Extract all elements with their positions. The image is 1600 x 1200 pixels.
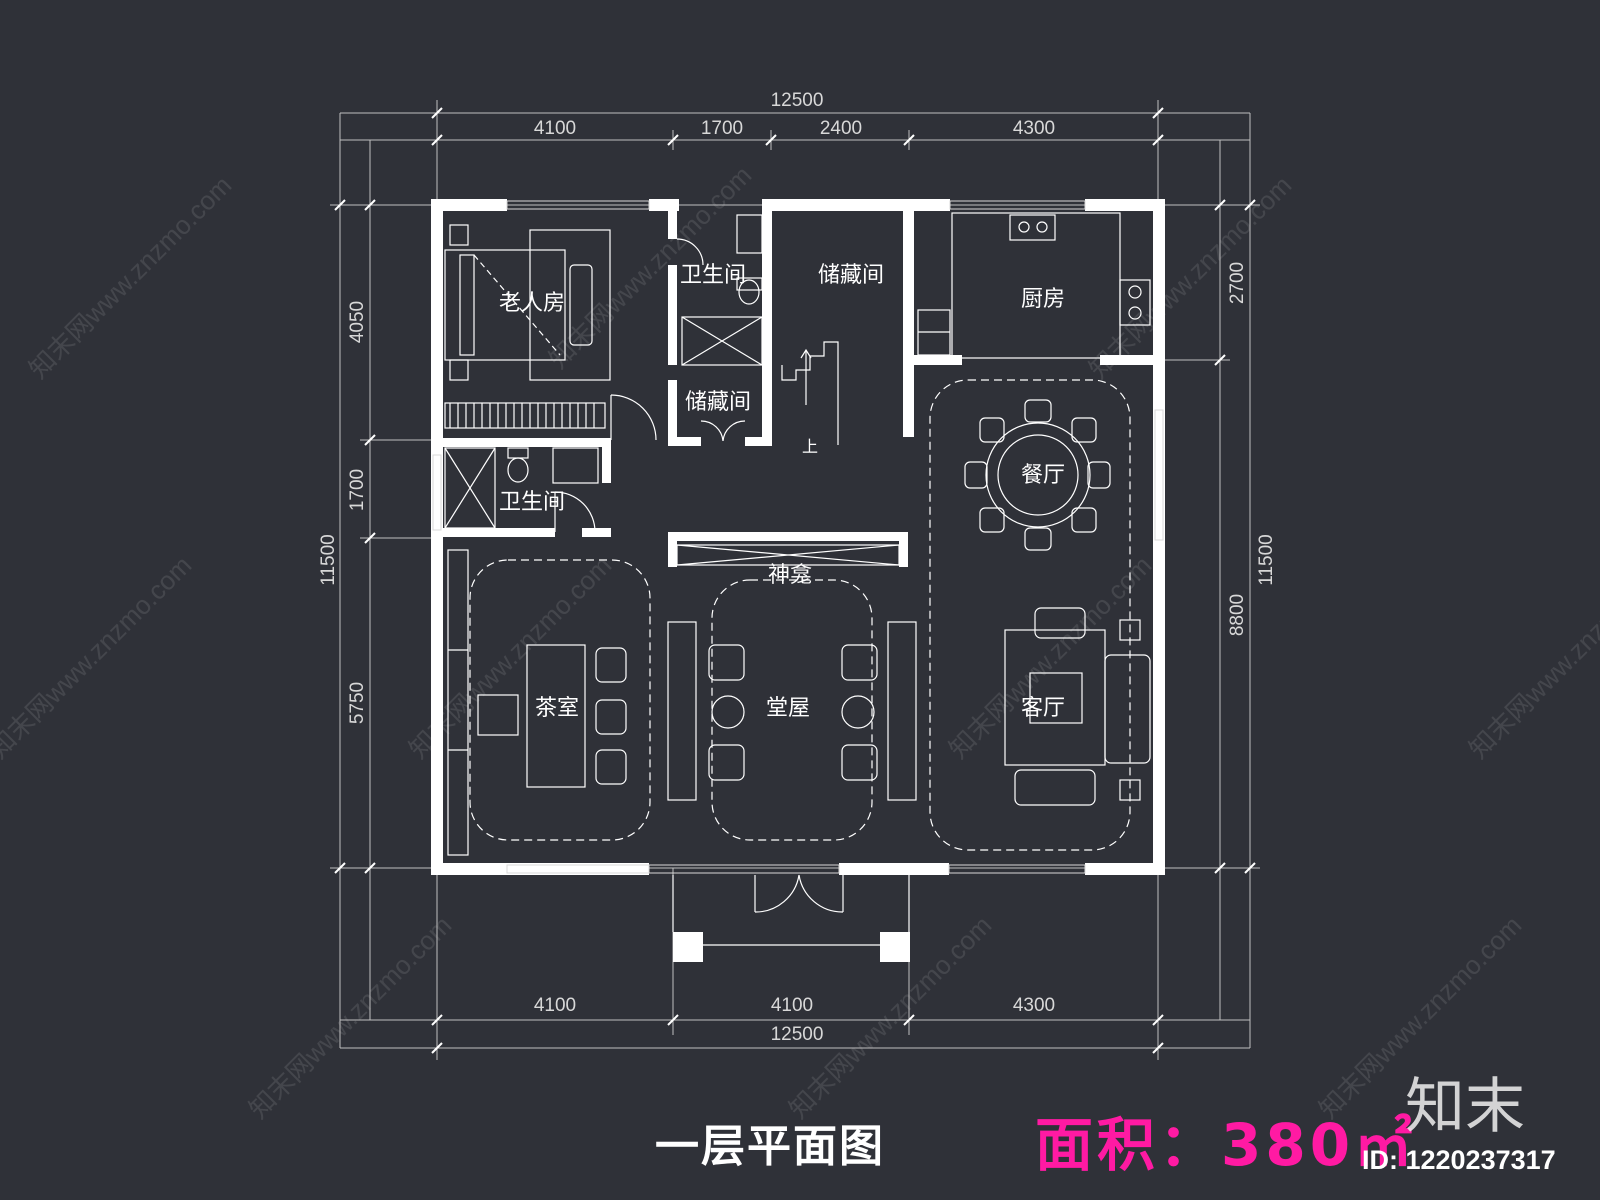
label-elder-room: 老人房 bbox=[499, 291, 565, 316]
watermark: 知末网www.znzmo.com bbox=[943, 550, 1157, 764]
dim-left-total: 11500 bbox=[318, 534, 339, 585]
label-dining: 餐厅 bbox=[1021, 463, 1065, 488]
dimension-labels: 12500 4100 1700 2400 4300 4100 4100 4300… bbox=[318, 90, 1277, 1045]
walls bbox=[431, 199, 1165, 962]
furniture bbox=[444, 212, 1151, 856]
dim-right-total: 11500 bbox=[1256, 534, 1277, 585]
label-living: 客厅 bbox=[1021, 696, 1065, 721]
watermark: 知末网www.znzmo.com bbox=[1463, 550, 1600, 764]
dim-left-seg: 5750 bbox=[347, 682, 368, 724]
dimension-ticks bbox=[334, 107, 1256, 1054]
dim-bottom-seg: 4100 bbox=[771, 995, 813, 1016]
dim-right-seg: 8800 bbox=[1227, 594, 1248, 636]
watermark: 知末网www.znzmo.com bbox=[0, 550, 197, 764]
dim-top-seg: 2400 bbox=[820, 118, 862, 139]
dim-bottom-seg: 4100 bbox=[534, 995, 576, 1016]
windows bbox=[432, 200, 1164, 874]
label-kitchen: 厨房 bbox=[1021, 287, 1065, 312]
label-tea-room: 茶室 bbox=[535, 696, 579, 721]
brand-logo: 知末 bbox=[1405, 1072, 1525, 1142]
label-storage-upper: 储藏间 bbox=[818, 263, 884, 288]
watermark: 知末网www.znzmo.com bbox=[23, 170, 237, 384]
room-labels: 老人房 卫生间 储藏间 厨房 储藏间 卫生间 餐厅 神龛 茶室 堂屋 客厅 上 bbox=[499, 263, 1065, 721]
dim-top-seg: 4300 bbox=[1013, 118, 1055, 139]
doors bbox=[554, 238, 910, 946]
area-label: 面积：380㎡ bbox=[1035, 1111, 1417, 1179]
dim-right-seg: 2700 bbox=[1227, 262, 1248, 304]
label-bath-lower: 卫生间 bbox=[499, 490, 565, 515]
label-stair-up: 上 bbox=[802, 437, 818, 456]
dim-left-seg: 1700 bbox=[347, 469, 368, 511]
dim-bottom-seg: 4300 bbox=[1013, 995, 1055, 1016]
dim-top-seg: 4100 bbox=[534, 118, 576, 139]
dim-top-seg: 1700 bbox=[701, 118, 743, 139]
watermark: 知末网www.znzmo.com bbox=[243, 910, 457, 1124]
watermark-layer: 知末网www.znzmo.com 知末网www.znzmo.com 知末网www… bbox=[0, 160, 1600, 1124]
dim-bottom-total: 12500 bbox=[771, 1024, 824, 1045]
dim-left-seg: 4050 bbox=[347, 301, 368, 343]
plan-title: 一层平面图 bbox=[655, 1121, 885, 1172]
dim-top-total: 12500 bbox=[771, 90, 824, 111]
label-main-hall: 堂屋 bbox=[766, 696, 810, 721]
image-id: ID: 1220237317 bbox=[1362, 1145, 1556, 1175]
label-bath-upper: 卫生间 bbox=[680, 263, 746, 288]
label-storage-small: 储藏间 bbox=[685, 390, 751, 415]
label-shrine: 神龛 bbox=[768, 563, 812, 588]
